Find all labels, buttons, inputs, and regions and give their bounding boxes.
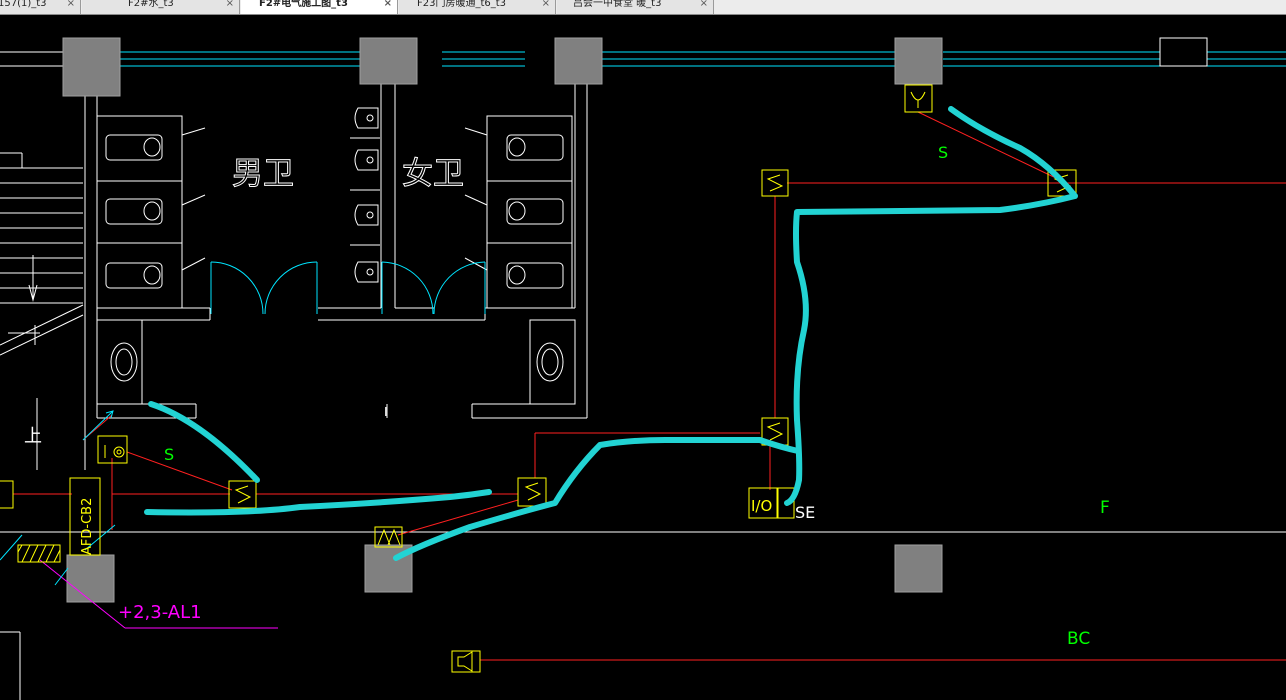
label-s-left: S [164, 445, 174, 464]
tab-canteen-hvac[interactable]: 吕会一中食堂 暖_t3 × [557, 0, 714, 14]
switch-symbol-top[interactable] [761, 169, 789, 197]
room-label-female: 女卫 [402, 156, 464, 192]
switch-symbol-left[interactable] [228, 480, 257, 509]
label-tick: I [384, 405, 388, 419]
label-circuit: +2,3-AL1 [118, 602, 202, 623]
switch-symbol-center[interactable] [517, 477, 547, 507]
close-icon[interactable]: × [66, 0, 75, 9]
electrical-wiring [13, 111, 1286, 661]
tab-label: 157(1)_t3 [0, 0, 47, 9]
label-s-top: S [938, 143, 948, 162]
urinals [350, 107, 380, 283]
fan-symbol[interactable] [374, 526, 403, 548]
tab-f2-water[interactable]: F2#水_t3 × [82, 0, 240, 14]
outlet-symbol-left[interactable] [97, 435, 128, 464]
label-io: I/O [751, 497, 772, 515]
tab-label: F23门房暖通_t6_t3 [417, 0, 507, 9]
staircase [0, 152, 84, 470]
annotation-highlight-strokes [144, 106, 1078, 561]
structural-columns [62, 37, 943, 603]
floor-plan-drawing[interactable]: 男卫 女卫 S S SE F BC I/O AFD-CB2 +2,3-AL1 上… [0, 14, 1286, 700]
hatched-pad [17, 544, 61, 563]
label-bc: BC [1067, 629, 1090, 649]
label-f: F [1100, 498, 1110, 518]
cad-drawing-canvas[interactable]: 男卫 女卫 S S SE F BC I/O AFD-CB2 +2,3-AL1 上… [0, 14, 1286, 700]
tab-label: F2#电气施工图_t3 [259, 0, 348, 9]
close-icon[interactable]: × [699, 0, 708, 9]
tab-f2-electrical[interactable]: F2#电气施工图_t3 × [241, 0, 398, 14]
document-tab-bar: 157(1)_t3 × F2#水_t3 × F2#电气施工图_t3 × F23门… [0, 0, 1286, 15]
label-se: SE [795, 503, 815, 522]
tab-f23-hvac[interactable]: F23门房暖通_t6_t3 × [399, 0, 556, 14]
edge-symbol-left[interactable] [0, 480, 14, 509]
label-stair-up: 上 [24, 426, 42, 447]
lamp-symbol-top[interactable] [904, 84, 933, 113]
tab-label: F2#水_t3 [128, 0, 174, 9]
close-icon[interactable]: × [383, 0, 392, 9]
panel-box-symbol[interactable] [69, 477, 101, 556]
speaker-symbol[interactable] [451, 650, 481, 673]
drawing-labels: 男卫 女卫 S S SE F BC I/O AFD-CB2 +2,3-AL1 上… [24, 143, 1110, 649]
room-label-male: 男卫 [232, 156, 294, 192]
tab-157-t3[interactable]: 157(1)_t3 × [0, 0, 81, 14]
io-device-symbol[interactable] [748, 487, 795, 519]
label-panel-code: AFD-CB2 [80, 498, 95, 555]
circuit-leader [39, 559, 278, 629]
top-wall-lines [0, 37, 1208, 67]
close-icon[interactable]: × [225, 0, 234, 9]
top-beam-lines [120, 51, 1286, 67]
tab-label: 吕会一中食堂 暖_t3 [573, 0, 662, 9]
restroom-doors [210, 261, 486, 315]
close-icon[interactable]: × [541, 0, 550, 9]
toilet-stalls [96, 115, 576, 418]
